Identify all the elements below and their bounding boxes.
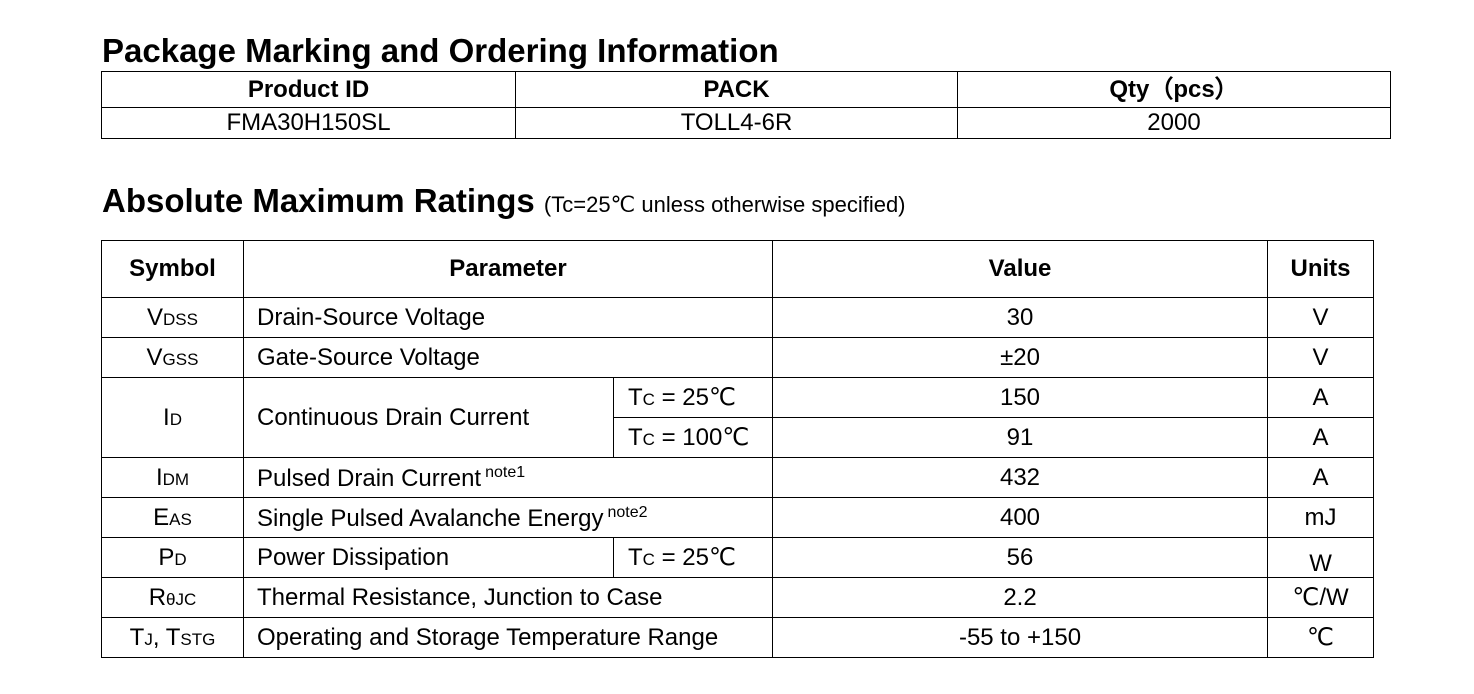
qty-cell: 2000 xyxy=(957,107,1391,139)
header-qty: Qty（pcs） xyxy=(957,71,1391,108)
ordering-title: Package Marking and Ordering Information xyxy=(102,32,779,69)
value-cell: 150 xyxy=(772,377,1269,418)
parameter-cell: Operating and Storage Temperature Range xyxy=(242,617,774,658)
ratings-header-row: Symbol Parameter Value Units xyxy=(101,240,1375,298)
parameter-cell: Continuous Drain Current xyxy=(243,377,614,458)
pack-cell: TOLL4-6R xyxy=(515,107,958,139)
header-symbol: Symbol xyxy=(101,240,244,298)
value-cell: 56 xyxy=(772,537,1269,578)
table-row: TC = 100℃ 91 A xyxy=(102,417,1375,458)
parameter-cell: Drain-Source Voltage xyxy=(242,297,774,338)
table-row: TJ, TSTG Operating and Storage Temperatu… xyxy=(101,617,1375,658)
table-row: VGSS Gate-Source Voltage ±20 V xyxy=(101,337,1375,378)
symbol-cell: PD xyxy=(101,537,244,578)
unit-cell: A xyxy=(1267,457,1375,498)
symbol-cell: VDSS xyxy=(101,297,244,338)
ratings-condition: (Tc=25℃ unless otherwise specified) xyxy=(543,192,906,217)
ratings-title-text: Absolute Maximum Ratings xyxy=(102,182,535,219)
symbol-cell: VGSS xyxy=(101,337,244,378)
ordering-table: Product ID PACK Qty（pcs） FMA30H150SL TOL… xyxy=(101,71,1391,139)
value-cell: ±20 xyxy=(772,337,1269,378)
unit-cell: V xyxy=(1267,337,1375,378)
unit-cell: mJ xyxy=(1267,497,1375,538)
condition-cell: TC = 25℃ xyxy=(612,377,774,418)
value-cell: 91 xyxy=(772,417,1269,458)
symbol-cell: IDM xyxy=(101,457,244,498)
parameter-cell: Thermal Resistance, Junction to Case xyxy=(242,577,774,618)
parameter-cell: Power Dissipation xyxy=(243,537,614,578)
note-marker: note1 xyxy=(485,463,526,481)
unit-cell: ℃ xyxy=(1267,617,1375,658)
condition-cell: TC = 100℃ xyxy=(612,417,774,458)
table-row: RθJC Thermal Resistance, Junction to Cas… xyxy=(101,577,1375,618)
value-cell: 30 xyxy=(772,297,1269,338)
header-pack: PACK xyxy=(515,71,958,108)
unit-cell: A xyxy=(1267,377,1375,418)
value-cell: 400 xyxy=(772,497,1269,538)
product-id-cell: FMA30H150SL xyxy=(101,107,516,139)
symbol-cell: RθJC xyxy=(101,577,244,618)
header-value: Value xyxy=(772,240,1269,298)
symbol-cell: ID xyxy=(101,377,244,458)
unit-cell: W xyxy=(1267,537,1375,578)
ratings-title: Absolute Maximum Ratings (Tc=25℃ unless … xyxy=(102,184,906,217)
unit-cell: V xyxy=(1267,297,1375,338)
header-product-id: Product ID xyxy=(101,71,516,108)
note-marker: note2 xyxy=(607,503,648,521)
unit-cell: A xyxy=(1267,417,1375,458)
header-units: Units xyxy=(1267,240,1375,298)
table-row: VDSS Drain-Source Voltage 30 V xyxy=(101,297,1375,338)
table-row: PD Power Dissipation TC = 25℃ 56 W xyxy=(101,537,1375,578)
symbol-cell: TJ, TSTG xyxy=(101,617,244,658)
value-cell: -55 to +150 xyxy=(772,617,1269,658)
table-row: ID Continuous Drain Current TC = 25℃ 150… xyxy=(101,377,1375,458)
condition-cell: TC = 25℃ xyxy=(612,537,774,578)
value-cell: 432 xyxy=(772,457,1269,498)
ordering-header-row: Product ID PACK Qty（pcs） xyxy=(101,71,1391,108)
unit-cell: ℃/W xyxy=(1267,577,1375,618)
ratings-table: Symbol Parameter Value Units VDSS Drain-… xyxy=(101,240,1375,658)
parameter-cell: Gate-Source Voltage xyxy=(242,337,774,378)
value-cell: 2.2 xyxy=(772,577,1269,618)
symbol-cell: EAS xyxy=(101,497,244,538)
ordering-row: FMA30H150SL TOLL4-6R 2000 xyxy=(101,107,1391,139)
header-parameter: Parameter xyxy=(242,240,774,298)
